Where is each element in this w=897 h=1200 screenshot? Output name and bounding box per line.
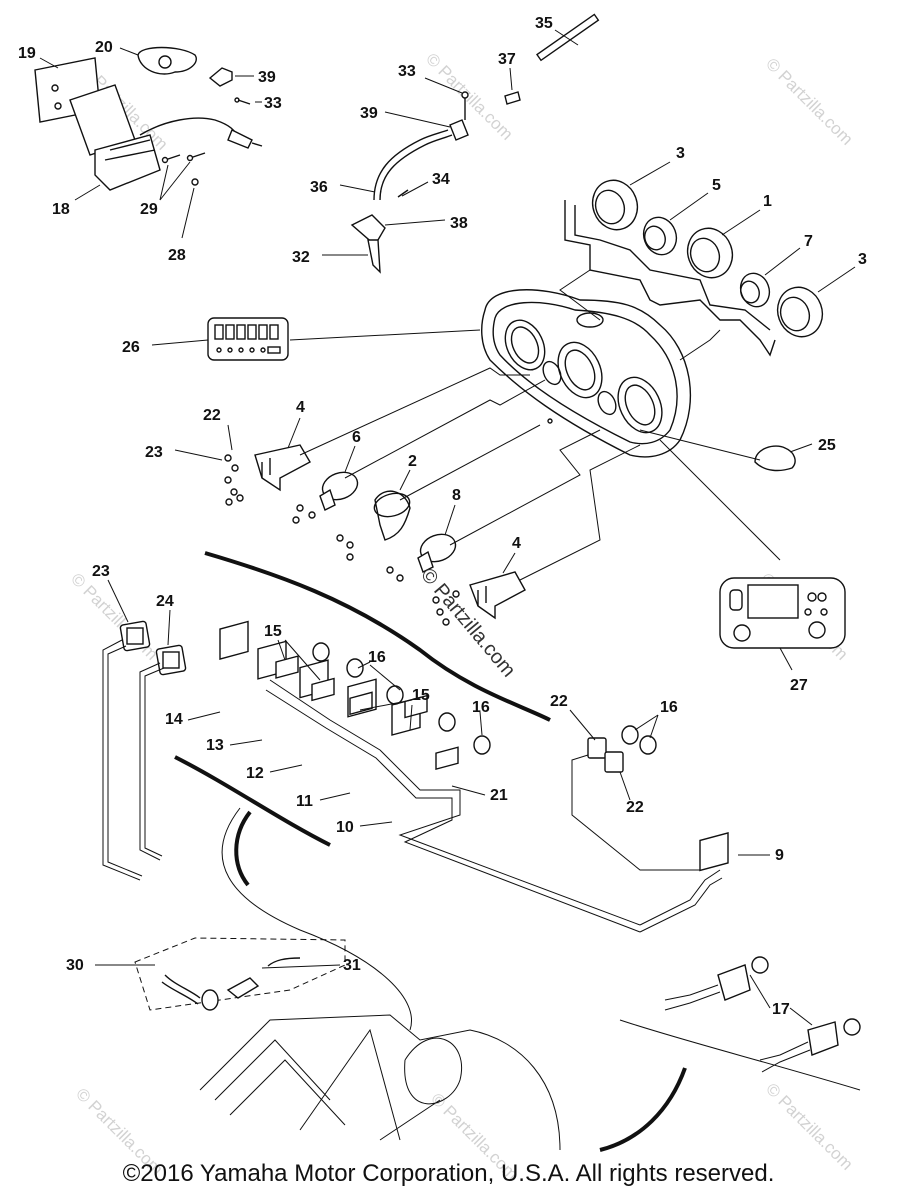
callout-16b: 16 bbox=[472, 699, 490, 716]
callout-37: 37 bbox=[498, 51, 516, 68]
callout-33: 33 bbox=[264, 95, 282, 112]
callout-6: 6 bbox=[352, 429, 361, 446]
connectors-left bbox=[102, 620, 187, 881]
callout-5: 5 bbox=[712, 177, 721, 194]
callout-4b: 4 bbox=[512, 535, 521, 552]
callout-13: 13 bbox=[206, 737, 224, 754]
callout-25: 25 bbox=[818, 437, 836, 454]
callout-33b: 33 bbox=[398, 63, 416, 80]
brackets bbox=[254, 444, 526, 620]
watermark: © Partzilla.com bbox=[67, 569, 161, 663]
callout-16: 16 bbox=[368, 649, 386, 666]
boots bbox=[312, 642, 700, 871]
callout-2: 2 bbox=[408, 453, 417, 470]
gauge-cluster bbox=[564, 179, 824, 357]
switch-harness bbox=[219, 620, 729, 933]
cap bbox=[754, 445, 796, 472]
hull-outline bbox=[174, 551, 861, 1152]
callout-36: 36 bbox=[310, 179, 328, 196]
callout-12: 12 bbox=[246, 765, 264, 782]
callout-27: 27 bbox=[790, 677, 808, 694]
callout-3: 3 bbox=[676, 145, 685, 162]
leader-lines bbox=[39, 29, 856, 1026]
callout-22: 22 bbox=[203, 407, 221, 424]
copyright-notice: ©2016 Yamaha Motor Corporation, U.S.A. A… bbox=[122, 1160, 775, 1187]
fasteners bbox=[224, 454, 460, 626]
callout-29: 29 bbox=[140, 201, 158, 218]
callout-8: 8 bbox=[452, 487, 461, 504]
lever-assembly bbox=[350, 13, 600, 274]
callout-22c: 22 bbox=[626, 799, 644, 816]
callout-1: 1 bbox=[763, 193, 772, 210]
callout-7: 7 bbox=[804, 233, 813, 250]
callout-4: 4 bbox=[296, 399, 305, 416]
callout-3b: 3 bbox=[858, 251, 867, 268]
sub-harness bbox=[134, 937, 346, 1011]
callout-22b: 22 bbox=[550, 693, 568, 710]
callout-11: 11 bbox=[296, 793, 313, 810]
callout-9: 9 bbox=[775, 847, 784, 864]
multifunction-display bbox=[719, 577, 846, 649]
callout-23: 23 bbox=[145, 444, 163, 461]
callout-26: 26 bbox=[122, 339, 140, 356]
callout-15b: 15 bbox=[412, 687, 430, 704]
indicator-panel bbox=[207, 317, 289, 361]
callout-39: 39 bbox=[258, 69, 276, 86]
callout-34: 34 bbox=[432, 171, 450, 188]
callout-labels: 19 20 39 33 18 29 28 35 33 37 39 36 34 3… bbox=[18, 15, 867, 1018]
callout-15: 15 bbox=[264, 623, 282, 640]
callout-35: 35 bbox=[535, 15, 553, 32]
callout-16c: 16 bbox=[660, 699, 678, 716]
guide-lines bbox=[289, 269, 781, 581]
callout-18: 18 bbox=[52, 201, 70, 218]
callout-38: 38 bbox=[450, 215, 468, 232]
callout-32: 32 bbox=[292, 249, 310, 266]
relay-assembly bbox=[34, 46, 263, 191]
callout-39b: 39 bbox=[360, 105, 378, 122]
callout-23b: 23 bbox=[92, 563, 110, 580]
callout-30: 30 bbox=[66, 957, 84, 974]
watermark: © Partzilla.com bbox=[762, 54, 856, 148]
callout-19: 19 bbox=[18, 45, 36, 62]
callout-31: 31 bbox=[343, 957, 361, 974]
callout-17: 17 bbox=[772, 1001, 790, 1018]
callout-14: 14 bbox=[165, 711, 183, 728]
callout-24: 24 bbox=[156, 593, 174, 610]
callout-28: 28 bbox=[168, 247, 186, 264]
callout-10: 10 bbox=[336, 819, 354, 836]
harness-17 bbox=[664, 956, 861, 1073]
meter-panel bbox=[481, 289, 692, 458]
callout-21: 21 bbox=[490, 787, 508, 804]
callout-20: 20 bbox=[95, 39, 113, 56]
